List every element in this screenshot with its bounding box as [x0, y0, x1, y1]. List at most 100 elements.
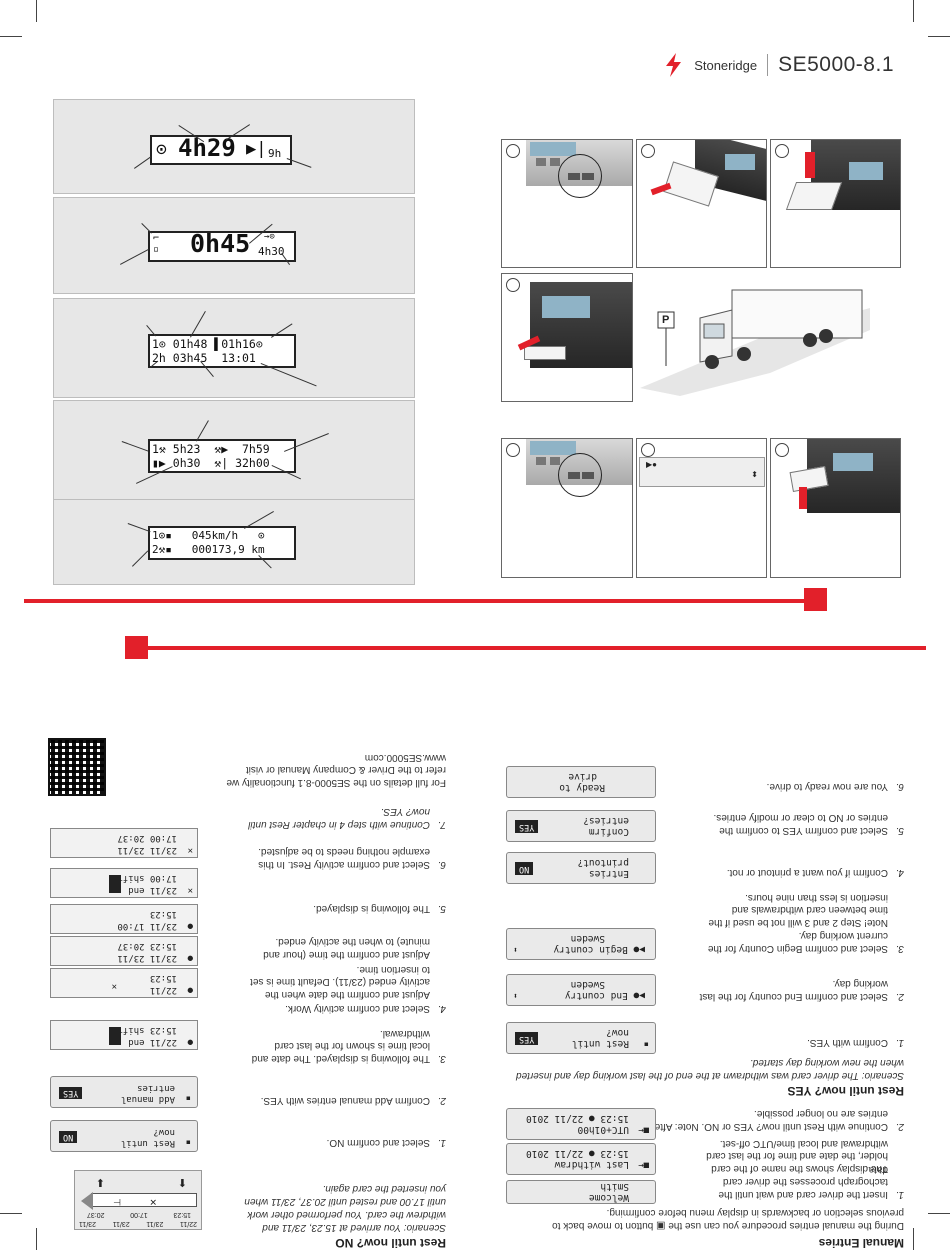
callout-line [120, 248, 149, 265]
down-arrow-icon [805, 152, 815, 178]
step-photo-card-tray [770, 139, 901, 268]
display-panel-2: ⌐▫ 0h45 →⊙ 4h30 [53, 197, 415, 294]
card-insert-icon: ⬆ [177, 1176, 187, 1188]
truck-illustration: P [640, 278, 870, 398]
yes-badge: YES [515, 820, 539, 833]
card-withdraw-icon: ⬇ [95, 1176, 105, 1188]
red-square-marker [125, 636, 148, 659]
end-shift-icon [109, 875, 121, 893]
display-screen: ▶● ⬍ [639, 457, 765, 487]
display-panel-3: 1⊙ 01h48 ▌01h16⊙ 2h 03h45 13:01 [53, 298, 415, 398]
display-panel-1: ⊙ 4h29 ▶| 9h [53, 99, 415, 194]
step-number-circle [775, 144, 789, 158]
crop-mark [928, 1213, 950, 1214]
device-button [536, 158, 546, 166]
rest-icon: ⌐▫ [153, 233, 160, 255]
red-divider [24, 599, 804, 603]
crop-mark [36, 1228, 37, 1250]
device-screen [833, 453, 873, 471]
scenario-text: Scenario: You arrived at 15.23, 23/11 an… [244, 1183, 446, 1233]
end-shift-icon [109, 1027, 121, 1045]
work-icon: ✕ [111, 981, 117, 991]
step-number-circle [506, 144, 520, 158]
device-screen [542, 296, 590, 318]
up-down-icon: ⬍ [751, 470, 758, 479]
display-panel-5: 1⊙▪ 045km/h ⊙ 2⚒▪ 000173,9 km [53, 499, 415, 585]
section-title: Manual Entries [818, 1236, 904, 1250]
lcd-value: 0h45 [190, 229, 251, 258]
section-title: Rest until now? YES [787, 1084, 904, 1098]
display-screen: ■← Last withdraw 15:23 ● 22/11 2010 [506, 1143, 656, 1175]
model-name: SE5000-8.1 [778, 53, 894, 76]
timeline-arrow-icon [81, 1192, 93, 1210]
device-button [536, 457, 546, 465]
lcd-display: ⌐▫ 0h45 →⊙ 4h30 [148, 229, 296, 262]
work-icon: ✕ [149, 1197, 157, 1207]
brand-divider [767, 54, 769, 76]
lcd-line-1: 1⊙ 01h48 ▌01h16⊙ [152, 337, 263, 351]
next-icon: →⊙ [264, 232, 275, 242]
brand-name: Stoneridge [694, 57, 758, 73]
display-screen: ■← UTC+01h00 15:23 ● 22/11 2010 [506, 1108, 656, 1140]
highlight-circle [558, 453, 602, 497]
no-badge: NO [59, 1131, 78, 1143]
red-square-marker [804, 588, 827, 611]
lcd-line-2: 2⚒▪ 000173,9 km [152, 543, 265, 556]
crop-mark [0, 36, 22, 37]
callout-line [141, 223, 152, 234]
highlight-circle [558, 154, 602, 198]
timeline-bar [91, 1193, 197, 1207]
callout-line [134, 156, 151, 169]
crop-mark [913, 1228, 914, 1250]
lcd-line-1: 1⊙▪ 045km/h ⊙ [152, 529, 265, 542]
lcd-line-2: ▮▶ 0h30 ⚒| 32h00 [152, 456, 270, 470]
lcd-suffix: 4h30 [258, 245, 285, 258]
device-screen [849, 162, 883, 180]
lcd-display: 1⚒ 5h23 ⚒▶ 7h59 ▮▶ 0h30 ⚒| 32h00 [148, 439, 296, 473]
crop-mark [36, 0, 37, 22]
step-photo-insert-card [636, 139, 767, 268]
crop-mark [928, 36, 950, 37]
up-down-icon: ⬍ [513, 945, 518, 954]
manual-entries-section: Manual Entries During the manual entries… [0, 625, 950, 1250]
device-button [550, 158, 560, 166]
lcd-suffix: 9h [268, 147, 282, 160]
stoneridge-logo-icon [662, 52, 684, 78]
step-number-circle [641, 144, 655, 158]
rest-bed-icon: ⊢ [113, 1197, 121, 1207]
yes-badge: YES [515, 1032, 539, 1045]
driver-card [524, 346, 566, 360]
callout-line [121, 441, 149, 452]
device-screen [530, 441, 576, 455]
lcd-line-2: 2h 03h45 13:01 [152, 351, 256, 365]
step-number-circle [641, 443, 655, 457]
lcd-display: 1⊙▪ 045km/h ⊙ 2⚒▪ 000173,9 km [148, 526, 296, 560]
step-photo-withdraw-button [501, 438, 633, 578]
qr-code[interactable] [48, 738, 106, 796]
step-photo-display: ▶● ⬍ [636, 438, 767, 578]
red-divider [148, 646, 926, 650]
scenario-text: Scenario: The driver card was withdrawn … [516, 1057, 904, 1081]
yes-badge: YES [59, 1087, 83, 1099]
lcd-display: ⊙ 4h29 ▶| 9h [150, 134, 292, 165]
step-number-circle [506, 443, 520, 457]
no-badge: NO [515, 862, 534, 875]
steering-wheel-icon: ⊙ [156, 139, 167, 160]
screen-text: ▶● [646, 460, 657, 469]
device-screen [725, 154, 755, 170]
display-panel-4: 1⚒ 5h23 ⚒▶ 7h59 ▮▶ 0h30 ⚒| 32h00 [53, 400, 415, 500]
callout-line [132, 550, 149, 567]
